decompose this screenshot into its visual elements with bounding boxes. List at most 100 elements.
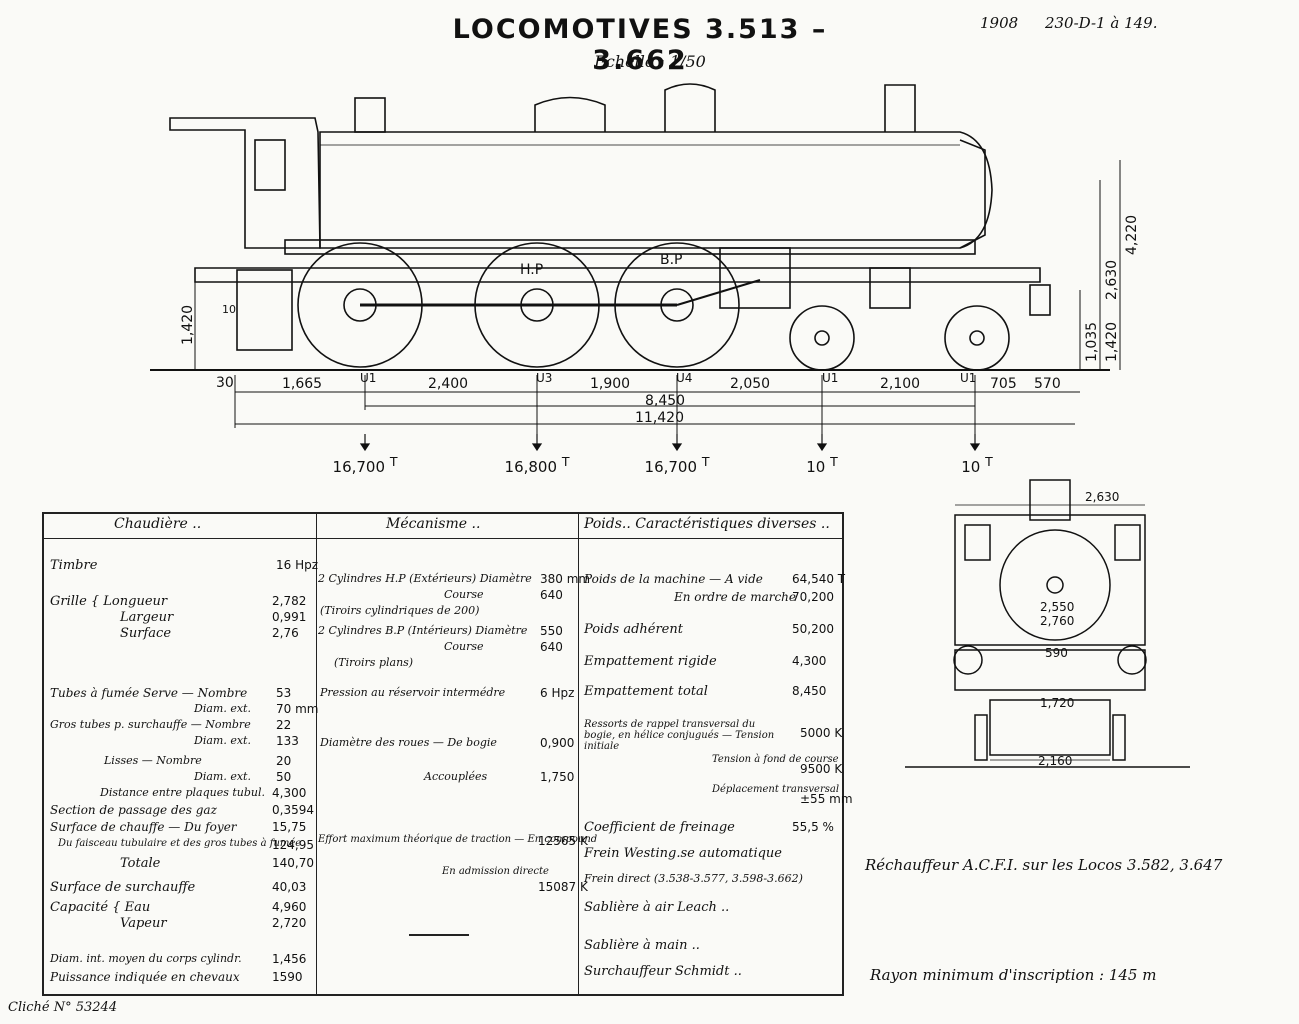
chaudiere-row-label: Grille { Longueur [50,594,168,609]
front-dim-2760: 2,760 [1040,614,1075,628]
chaudiere-row-label: Capacité { Eau [50,900,151,915]
axle-load: 10 T [961,454,993,476]
spacing-1900: 1,900 [590,376,631,392]
height-4220: 4,220 [1124,214,1140,255]
mecanisme-row-label: Accouplées [424,770,488,783]
poids-row-label: En ordre de marche [674,590,797,604]
chaudiere-row-label: Lisses — Nombre [104,754,202,767]
spacing-705: 705 [990,376,1017,392]
cliche-number: Cliché N° 53244 [8,1000,118,1015]
mecanisme-row-label: Pression au réservoir intermédre [320,686,506,699]
rechauffeur-note: Réchauffeur A.C.F.I. sur les Locos 3.582… [865,856,1223,874]
chaudiere-row-label: Diam. ext. [194,770,251,783]
mecanisme-row-label: Effort maximum théorique de traction — E… [318,834,598,845]
mecanisme-row-label: Course [444,588,484,601]
poids-row-label: Empattement total [584,684,708,699]
spacing-570: 570 [1034,376,1061,392]
mecanisme-row-label: (Tiroirs cylindriques de 200) [320,604,480,617]
chaudiere-row-value: 140,70 [272,856,314,870]
mecanisme-row-value: 380 mm [540,572,591,586]
spacing-1665: 1,665 [282,376,323,392]
chaudiere-row-label: Diam. int. moyen du corps cylindr. [50,952,242,965]
chaudiere-row-value: 1590 [272,970,303,984]
chaudiere-row-label: Surface [120,626,172,641]
axle-load: 16,700 T [644,454,710,476]
chaudiere-row-label: Tubes à fumée Serve — Nombre [50,686,248,700]
spacing-11420: 11,420 [635,410,684,426]
axle-marker: U3 [536,371,553,385]
poids-row-label: Ressorts de rappel transversal du bogie,… [584,719,775,752]
chaudiere-row-value: 1,456 [272,952,307,966]
height-2630: 2,630 [1104,259,1120,300]
chaudiere-row-value: 22 [276,718,292,732]
bp-cylinder-label: B.P [660,252,683,268]
spacing-30: 30 [216,375,234,391]
mecanisme-end-rule [409,934,469,936]
poids-row-label: Coefficient de freinage [584,820,735,835]
chaudiere-row-value: 124,95 [272,838,314,852]
poids-header: Poids.. Caractéristiques diverses .. [584,516,830,532]
chaudiere-row-value: 4,300 [272,786,307,800]
poids-row-label: Poids adhérent [584,622,683,637]
chaudiere-row-label: Diam. ext. [194,702,251,715]
chaudiere-header: Chaudière .. [114,516,202,532]
poids-row-label: Poids de la machine — A vide [584,572,763,586]
chaudiere-row-value: 133 [276,734,299,748]
axle-load: 16,800 T [504,454,570,476]
mecanisme-row-value: 12565 K [538,834,588,848]
poids-row-label: Tension à fond de course [712,754,839,765]
poids-row-value: 9500 K [800,762,843,776]
height-10: 10 [222,303,236,316]
chaudiere-row-value: 2,782 [272,594,307,608]
chaudiere-row-value: 40,03 [272,880,307,894]
chaudiere-row-value: 0,991 [272,610,307,624]
poids-row-label: Surchauffeur Schmidt .. [584,964,742,979]
mecanisme-row-value: 6 Hpz [540,686,575,700]
mecanisme-row-label: Course [444,640,484,653]
poids-row-label: Sablière à main .. [584,938,700,953]
chaudiere-row-value: 53 [276,686,292,700]
poids-row-label: Sablière à air Leach .. [584,900,730,915]
chaudiere-row-label: Largeur [120,610,174,625]
axle-load: 16,700 T [332,454,398,476]
height-1420-right: 1,420 [1104,321,1120,362]
chaudiere-row-label: Gros tubes p. surchauffe — Nombre [50,718,251,731]
chaudiere-row-label: Section de passage des gaz [50,803,217,817]
spacing-2400: 2,400 [428,376,469,392]
mecanisme-column [316,514,579,994]
poids-row-value: 50,200 [792,622,834,636]
axle-marker: U1 [960,371,977,385]
reference-series: 230-D-1 à 149. [1044,14,1158,32]
spacing-8450: 8,450 [645,393,686,409]
mecanisme-row-label: Diamètre des roues — De bogie [320,736,497,749]
chaudiere-row-label: Totale [120,856,161,871]
front-dim-1720: 1,720 [1040,696,1075,710]
chaudiere-row-label: Diam. ext. [194,734,251,747]
spacing-2050: 2,050 [730,376,771,392]
mecanisme-header: Mécanisme .. [386,516,481,532]
chaudiere-row-value: 0,3594 [272,803,314,817]
chaudiere-column [44,514,317,994]
mecanisme-row-label: 2 Cylindres H.P (Extérieurs) Diamètre [318,572,532,585]
axle-load: 10 T [806,454,838,476]
characteristics-table: Chaudière .. Mécanisme .. Poids.. Caract… [42,512,853,996]
chaudiere-row-label: Distance entre plaques tubul. [100,786,266,799]
axle-marker: U4 [676,371,693,385]
chaudiere-row-label: Du faisceau tubulaire et des gros tubes … [58,838,302,849]
chaudiere-row-value: 16 Hpz [276,558,319,572]
mecanisme-row-label: En admission directe [442,866,549,877]
mecanisme-row-label: (Tiroirs plans) [334,656,414,669]
front-dim-590: 590 [1045,646,1068,660]
mecanisme-row-label: 2 Cylindres B.P (Intérieurs) Diamètre [318,624,528,637]
front-width-top: 2,630 [1085,490,1120,504]
poids-row-label: Déplacement transversal [712,784,840,795]
reference-year: 1908 [980,14,1019,32]
chaudiere-row-value: 20 [276,754,292,768]
chaudiere-row-label: Surface de surchauffe [50,880,196,895]
mecanisme-row-value: 0,900 [540,736,575,750]
reference-note: 1908 230-D-1 à 149. [980,14,1179,32]
poids-row-label: Frein direct (3.538-3.577, 3.598-3.662) [584,872,803,885]
page-title: LOCOMOTIVES 3.513 – 3.662 [452,14,828,76]
mecanisme-row-value: 640 [540,588,563,602]
